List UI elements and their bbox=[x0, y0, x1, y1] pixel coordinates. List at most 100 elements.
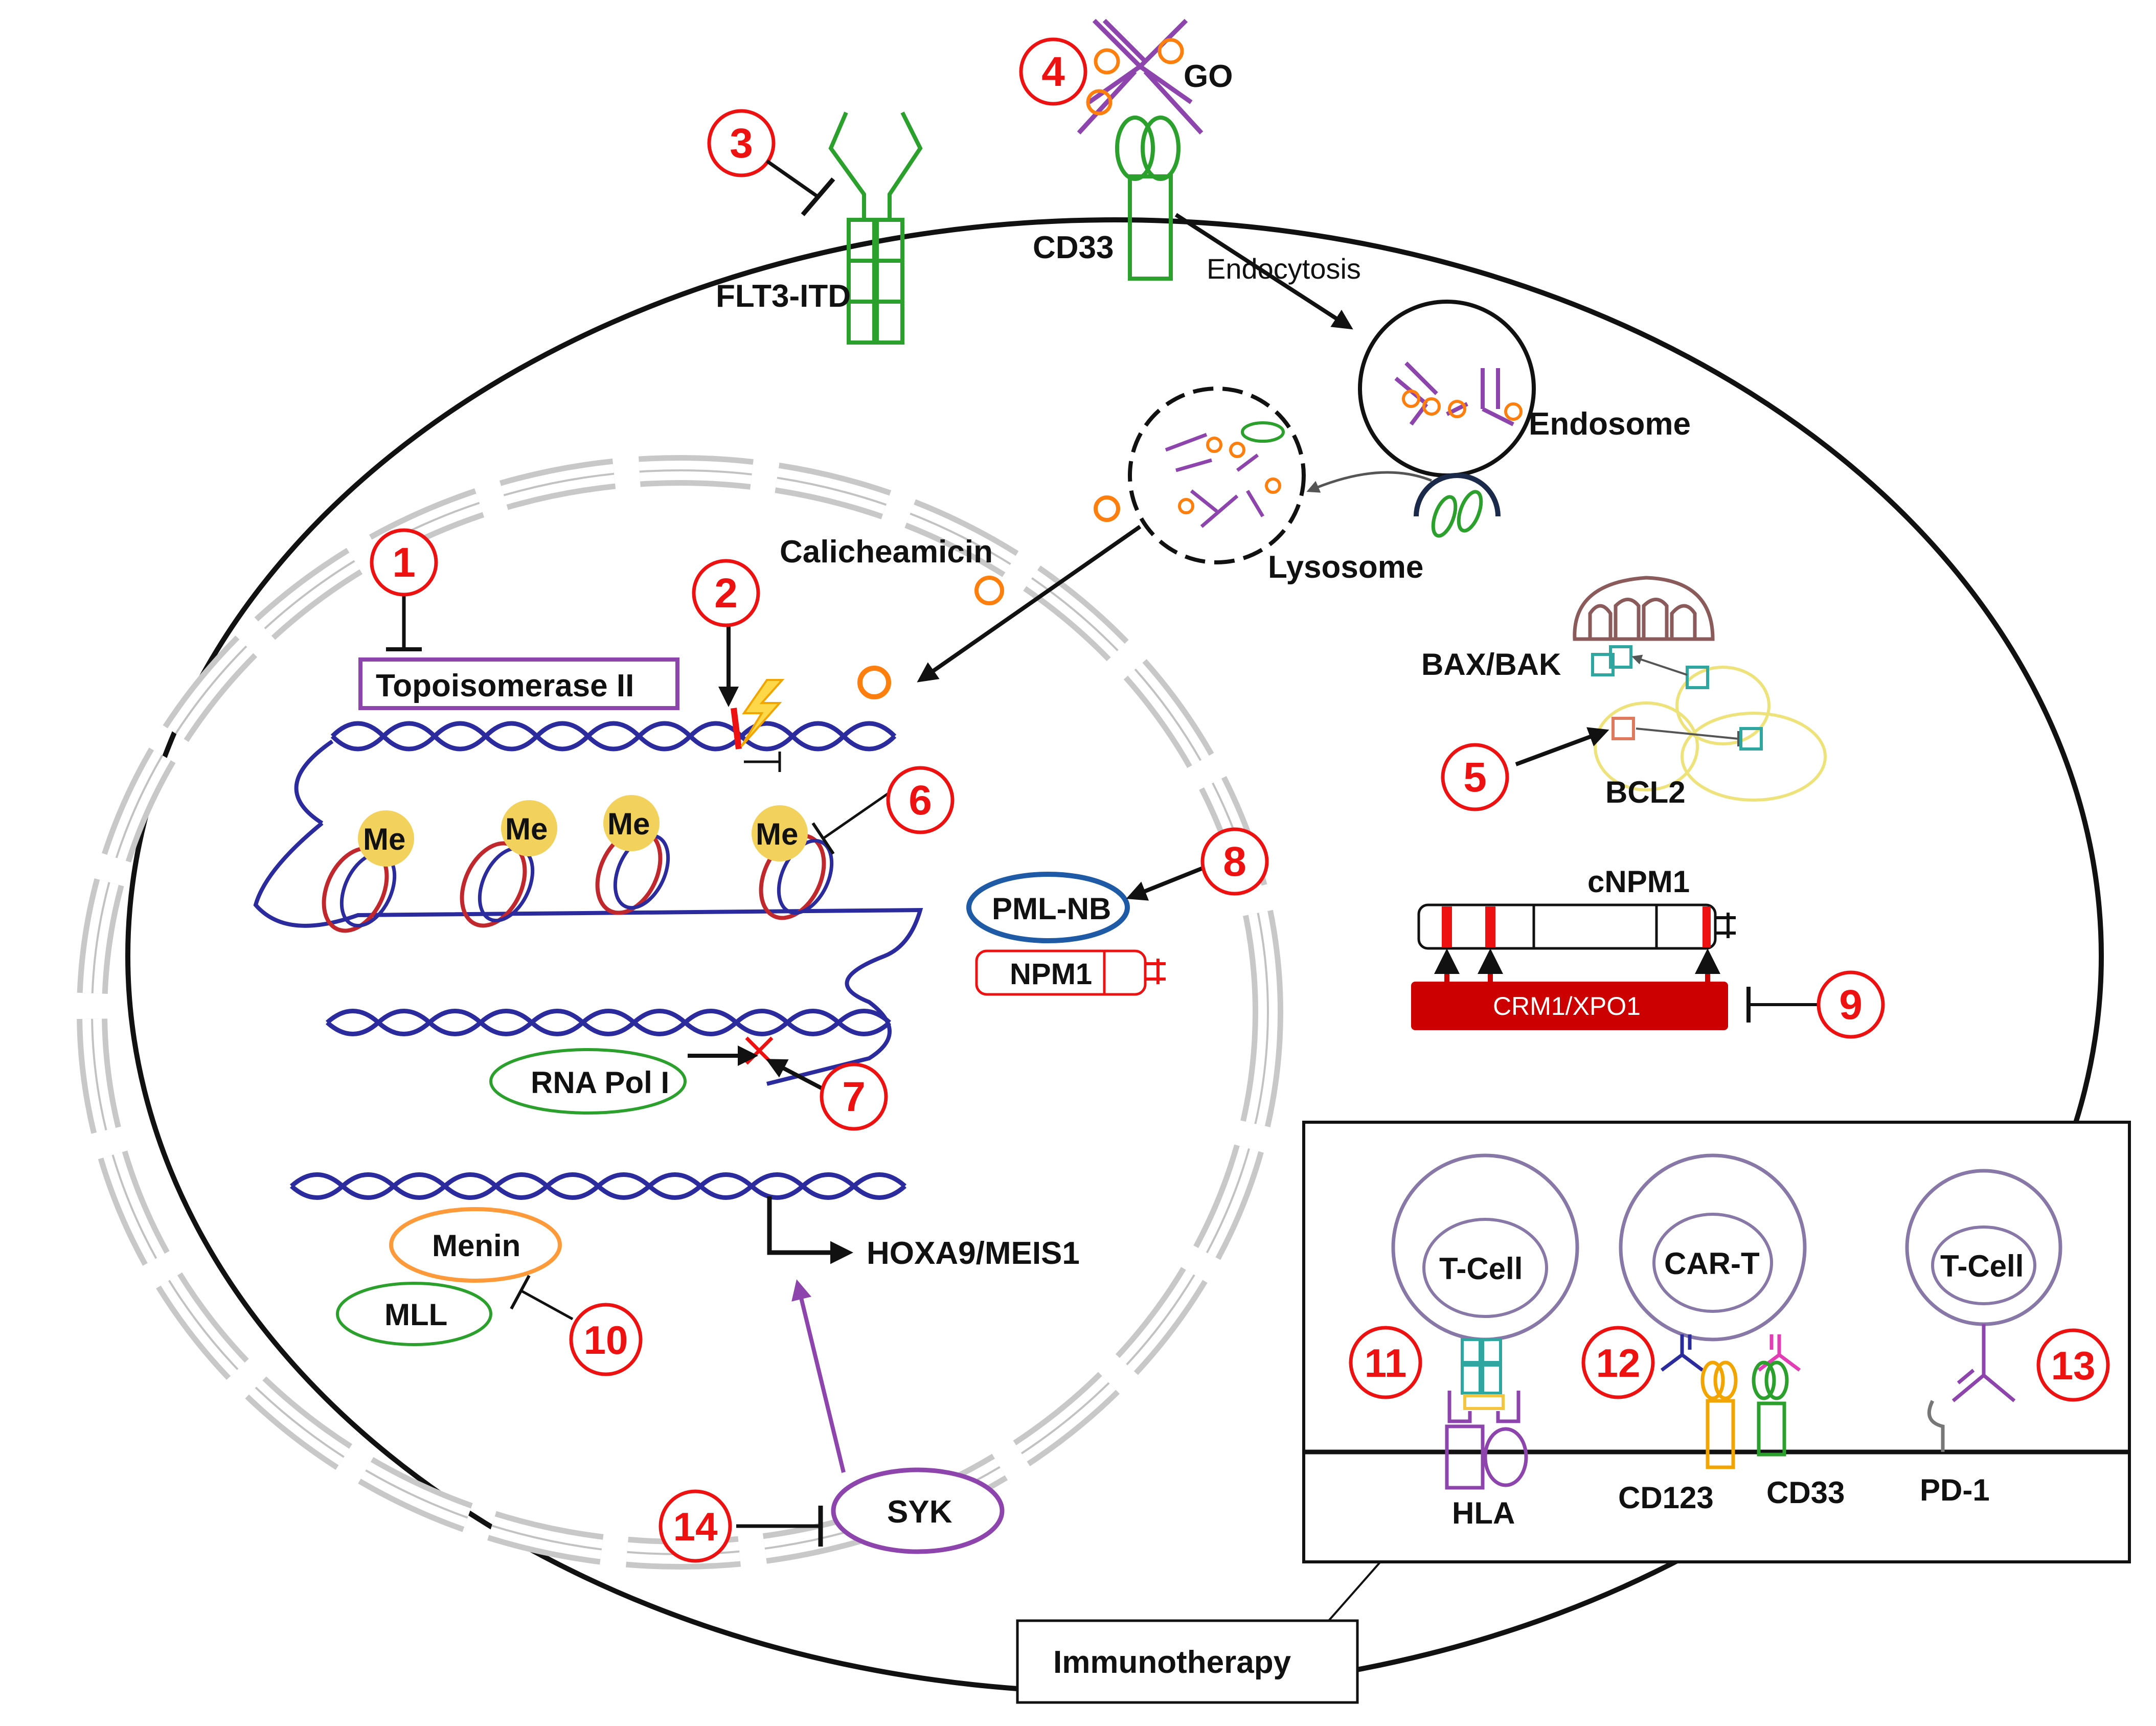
marker-4: 4 bbox=[1019, 37, 1087, 106]
hoxa9-meis1-label: HOXA9/MEIS1 bbox=[867, 1236, 1080, 1271]
marker-8: 8 bbox=[1200, 827, 1269, 896]
me-label-3: Me bbox=[607, 807, 650, 841]
t-cell-1-label: T-Cell bbox=[1439, 1252, 1523, 1286]
marker-7: 7 bbox=[820, 1062, 888, 1131]
cnpm1-bar bbox=[1417, 903, 1736, 950]
t-cell-1-nucleus bbox=[1422, 1218, 1548, 1318]
me-label-2: Me bbox=[505, 812, 548, 846]
car-receptors bbox=[1660, 1334, 1801, 1469]
marker-1: 1 bbox=[370, 528, 438, 597]
npm1-label: NPM1 bbox=[1010, 958, 1092, 991]
calicheamicin-icon bbox=[974, 576, 1004, 605]
t-cell-2-label: T-Cell bbox=[1940, 1249, 2024, 1283]
marker-5: 5 bbox=[1441, 743, 1509, 811]
svg-text:5: 5 bbox=[1463, 754, 1487, 801]
cd123-label: CD123 bbox=[1618, 1481, 1714, 1515]
lysosome-vesicle bbox=[1414, 473, 1501, 538]
marker-14: 14 bbox=[659, 1489, 732, 1563]
flt3-itd-receptor bbox=[828, 111, 923, 345]
marker-3-inhibition-bar bbox=[801, 177, 835, 216]
svg-text:7: 7 bbox=[842, 1074, 866, 1120]
hla-label: HLA bbox=[1452, 1496, 1515, 1530]
endosome bbox=[1358, 300, 1536, 478]
chromatin-fiber bbox=[253, 739, 923, 1086]
topoisomerase-label: Topoisomerase II bbox=[376, 668, 634, 703]
menin-ellipse bbox=[389, 1207, 562, 1283]
svg-text:11: 11 bbox=[1365, 1341, 1406, 1386]
pd1-label: PD-1 bbox=[1920, 1473, 1990, 1507]
marker-10-inhibition bbox=[520, 1289, 574, 1321]
marker-3: 3 bbox=[707, 109, 776, 177]
pml-nb-ellipse bbox=[966, 872, 1130, 943]
calicheamicin-release-icon bbox=[1094, 495, 1120, 522]
transcription-start-arrow bbox=[767, 1196, 853, 1264]
dna-helix-middle bbox=[325, 1009, 892, 1036]
marker-7-arrow bbox=[765, 1059, 824, 1091]
npm1-tail-icon bbox=[1145, 959, 1166, 984]
immunotherapy-caption-box bbox=[1016, 1619, 1359, 1704]
lightning-icon bbox=[740, 679, 785, 747]
go-label: GO bbox=[1184, 59, 1233, 94]
svg-text:10: 10 bbox=[584, 1318, 628, 1362]
lysosome-label: Lysosome bbox=[1268, 550, 1423, 585]
marker-9: 9 bbox=[1817, 970, 1885, 1039]
mitochondrion-icon bbox=[1573, 576, 1715, 641]
svg-text:12: 12 bbox=[1596, 1341, 1641, 1386]
svg-text:1: 1 bbox=[392, 539, 416, 586]
cd33-car-label: CD33 bbox=[1766, 1475, 1845, 1510]
endosome-label: Endosome bbox=[1529, 406, 1691, 442]
immunotherapy-connector bbox=[1323, 1561, 1381, 1627]
mll-ellipse bbox=[336, 1282, 492, 1346]
transcription-block-icon bbox=[745, 1036, 774, 1065]
dna-helix-top bbox=[330, 721, 897, 752]
svg-text:8: 8 bbox=[1223, 838, 1246, 885]
me-label-1: Me bbox=[363, 822, 405, 856]
tcr-hla-complex bbox=[1445, 1338, 1528, 1490]
bax-bak-label: BAX/BAK bbox=[1421, 647, 1561, 682]
marker-6-inhibition-bar bbox=[811, 822, 835, 855]
svg-text:3: 3 bbox=[730, 120, 753, 167]
marker-11: 11 bbox=[1349, 1326, 1422, 1399]
calicheamicin-on-dna-icon bbox=[857, 666, 891, 699]
crm1-xpo1-label: CRM1/XPO1 bbox=[1493, 992, 1641, 1020]
bcl2-family-complex bbox=[1591, 645, 1827, 802]
marker-2: 2 bbox=[692, 559, 760, 627]
dna-helix-bottom bbox=[289, 1172, 907, 1200]
endocytosis-label: Endocytosis bbox=[1207, 253, 1361, 285]
degrading-lysosome bbox=[1128, 387, 1306, 564]
me-label-4: Me bbox=[756, 817, 798, 851]
calicheamicin-to-dna-arrow bbox=[917, 525, 1142, 683]
rna-pol-ellipse bbox=[489, 1048, 687, 1115]
topoisomerase-box bbox=[358, 657, 679, 710]
t-cell-2-nucleus bbox=[1931, 1225, 2036, 1305]
svg-text:4: 4 bbox=[1041, 49, 1065, 95]
svg-text:2: 2 bbox=[714, 570, 738, 617]
marker-6-inhibition bbox=[822, 791, 891, 840]
marker-3-inhibition bbox=[765, 160, 820, 198]
methyl-group-badges bbox=[358, 795, 808, 867]
marker-8-arrow bbox=[1126, 865, 1208, 901]
crm1-arrows bbox=[1434, 948, 1720, 987]
car-t-nucleus bbox=[1652, 1213, 1773, 1313]
marker-6: 6 bbox=[886, 766, 955, 834]
calicheamicin-label: Calicheamicin bbox=[780, 534, 993, 570]
car-t-label: CAR-T bbox=[1664, 1246, 1760, 1281]
svg-text:9: 9 bbox=[1839, 982, 1863, 1028]
menin-label: Menin bbox=[432, 1229, 520, 1263]
crm1-xpo1-box bbox=[1411, 982, 1728, 1030]
lysosome-fusion-arrow bbox=[1306, 471, 1432, 493]
cnpm1-label: cNPM1 bbox=[1587, 865, 1690, 899]
syk-ellipse bbox=[831, 1467, 1005, 1554]
mll-label: MLL bbox=[384, 1298, 447, 1332]
marker-10-inhibition-bar bbox=[510, 1275, 531, 1310]
bcl2-label: BCL2 bbox=[1605, 775, 1686, 809]
svg-text:14: 14 bbox=[673, 1504, 718, 1549]
endocytosis-arrow bbox=[1174, 213, 1353, 330]
cd33-go-complex bbox=[1077, 18, 1204, 281]
svg-text:13: 13 bbox=[2051, 1343, 2096, 1388]
dna-break-mark bbox=[731, 708, 742, 750]
pml-nb-label: PML-NB bbox=[992, 892, 1111, 926]
rna-pol-label: RNA Pol I bbox=[531, 1065, 669, 1100]
pd1-receptor bbox=[1927, 1324, 2016, 1452]
